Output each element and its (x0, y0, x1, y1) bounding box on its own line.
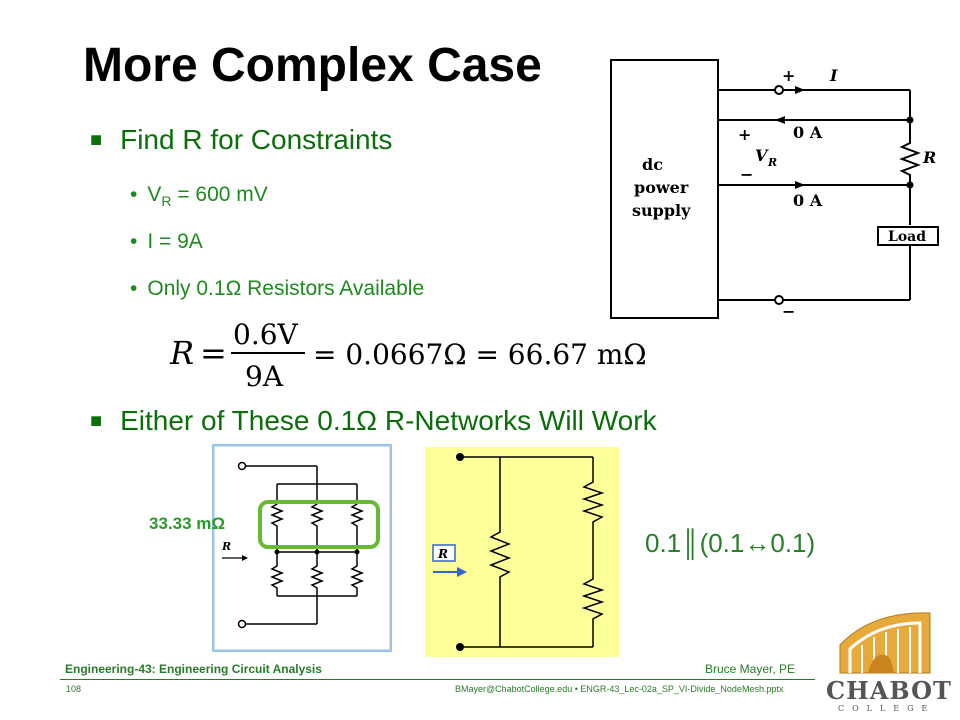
dot-bullet-icon: • (130, 277, 138, 300)
arrow-icon (795, 181, 805, 189)
node-dot-icon (274, 549, 280, 555)
resistor-icon (488, 525, 512, 587)
dc-supply-box (610, 59, 719, 319)
resistor-icon (581, 475, 605, 533)
load-box (877, 226, 939, 246)
resistors-text: Only 0.1Ω Resistors Available (147, 277, 425, 300)
box-label-dc: dc (642, 155, 663, 174)
footer-file: BMayer@ChabotCollege.edu • ENGR-43_Lec-0… (455, 684, 784, 694)
load-label: Load (888, 229, 926, 245)
square-bullet-icon: ■ (90, 410, 103, 432)
parallel-expression: 0.1║(0.1↔0.1) (645, 528, 816, 558)
footer-course: Engineering-43: Engineering Circuit Anal… (65, 662, 322, 676)
resistor-icon (269, 552, 285, 596)
power-supply-circuit: dc power supply + I + 0 A V R − 0 A R Lo… (610, 59, 939, 321)
node-dot-icon (906, 116, 914, 124)
footer-divider (60, 679, 815, 680)
plus-mid: + (738, 125, 751, 144)
eq-result: = 0.0667Ω = 66.67 mΩ (313, 338, 645, 371)
box-label-supply: supply (632, 201, 691, 220)
resistor-network-right: R (425, 447, 619, 657)
resistor-icon (581, 572, 605, 630)
minus-bottom: − (782, 302, 795, 321)
box-label-power: power (634, 178, 689, 197)
eq-denominator: 9A (245, 360, 284, 392)
footer-author: Bruce Mayer, PE (705, 662, 796, 676)
arrow-icon (795, 86, 805, 94)
arrow-icon (242, 555, 248, 561)
sub-bullet-vr: • VR = 600 mV (130, 183, 268, 209)
slide-title: More Complex Case (83, 39, 542, 92)
resistor-icon (309, 552, 325, 596)
r-label: R (922, 148, 936, 167)
r-label-box (432, 544, 456, 562)
net-left-r-label: R (221, 540, 231, 553)
amp-label-2: 0 A (793, 191, 823, 210)
vr-label-sub: R (767, 156, 777, 169)
node-dot-icon (354, 549, 360, 555)
resistor-r-icon (899, 135, 921, 180)
page-number: 108 (66, 684, 82, 694)
eq-lhs: R (169, 334, 194, 372)
vr-label: V (755, 146, 769, 165)
node-dot-icon (314, 549, 320, 555)
resistor-icon (309, 484, 325, 552)
terminal-icon (456, 453, 464, 461)
terminal-icon (774, 85, 784, 95)
eq-numerator: 0.6V (233, 318, 299, 351)
dot-bullet-icon: • (130, 230, 138, 253)
resistance-label-33: 33.33 mΩ (149, 514, 226, 533)
net-right-r-label: R (437, 547, 448, 561)
terminal-icon (237, 461, 247, 471)
eq-equals: = (200, 334, 227, 372)
highlight-box (258, 500, 380, 549)
minus-mid: − (740, 165, 753, 184)
logo-name: CHABOT (826, 676, 952, 705)
resistor-icon (349, 552, 365, 596)
plus-top: + (782, 66, 795, 85)
chabot-logo-icon (832, 605, 942, 677)
terminal-icon (774, 295, 784, 305)
sub-bullet-resistors: • Only 0.1Ω Resistors Available (130, 277, 424, 301)
bullet-find-r-text: Find R for Constraints (120, 124, 393, 155)
vr-sub: R (161, 193, 172, 210)
vr-value: = 600 mV (171, 183, 268, 206)
resistor-icon (349, 484, 365, 552)
arrow-icon (457, 567, 467, 577)
bullet-find-r: ■ Find R for Constraints (90, 124, 392, 156)
sub-bullet-current: • I = 9A (130, 230, 203, 254)
vr-v: V (147, 183, 162, 206)
current-label: I (829, 66, 838, 85)
arrow-icon (775, 116, 785, 124)
bullet-networks: ■ Either of These 0.1Ω R-Networks Will Wo… (90, 405, 657, 437)
terminal-icon (237, 619, 247, 629)
square-bullet-icon: ■ (90, 129, 103, 151)
node-dot-icon (906, 181, 914, 189)
bullet-networks-text: Either of These 0.1Ω R-Networks Will Wor… (120, 405, 657, 436)
amp-label-1: 0 A (793, 123, 823, 142)
terminal-icon (456, 643, 464, 651)
current-text: I = 9A (147, 230, 203, 253)
dot-bullet-icon: • (130, 183, 138, 206)
logo-sub: COLLEGE (838, 704, 936, 713)
resistance-equation: R = 0.6V 9A = 0.0667Ω = 66.67 mΩ (169, 318, 645, 392)
resistor-network-left: R (212, 444, 392, 652)
resistor-icon (269, 484, 285, 552)
